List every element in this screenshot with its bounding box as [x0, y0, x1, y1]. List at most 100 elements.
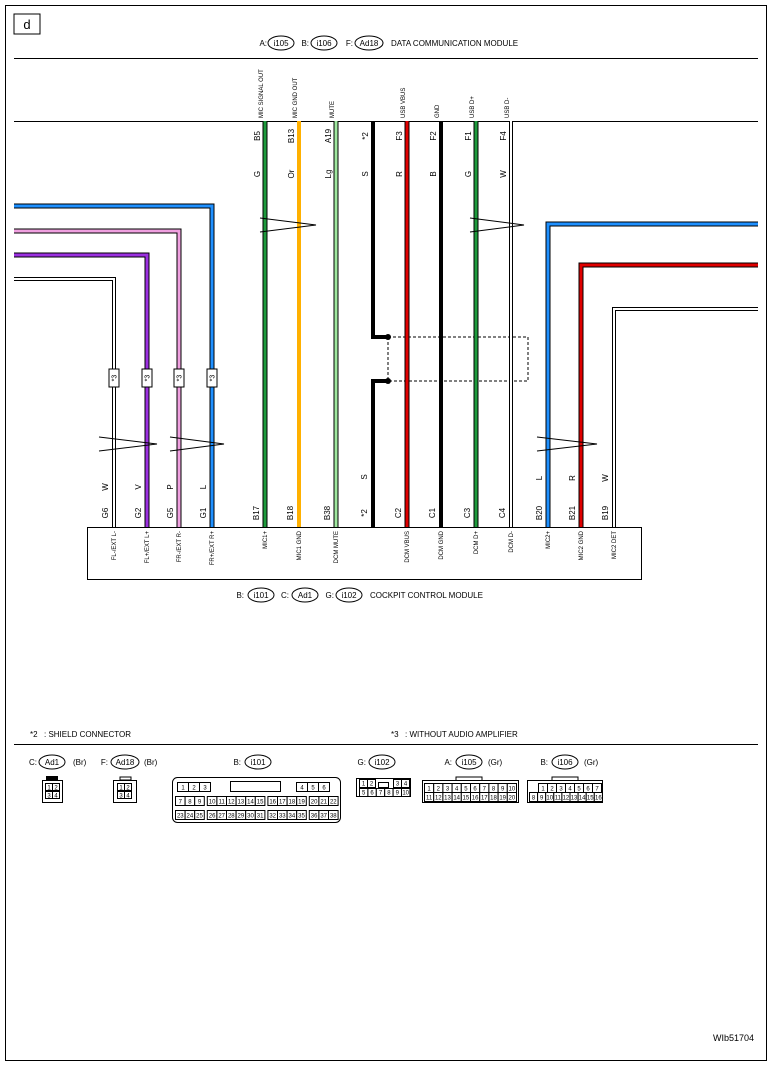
dcm-module-title: DATA COMMUNICATION MODULE	[391, 39, 518, 48]
connector-pin-number: 19	[298, 800, 305, 806]
bottom-pin-13: L B20 MIC2+	[535, 475, 552, 549]
connector-pin-number: 2	[370, 782, 374, 788]
header-f-prefix: F:	[346, 39, 353, 48]
wire-fr-minus-pink	[14, 229, 181, 527]
svg-text:1: 1	[47, 786, 51, 792]
connector-pin-number: 6	[322, 786, 326, 792]
header-b-connector: i106	[316, 39, 332, 48]
note-star: *3	[391, 730, 399, 739]
ccm-g-connector: i102	[341, 591, 357, 600]
svg-text:i106: i106	[557, 758, 573, 767]
twisted-pair-marker	[469, 217, 525, 233]
connector-pin-number: 2	[437, 787, 441, 793]
connector-pin	[254, 796, 266, 806]
svg-text:S: S	[360, 474, 369, 479]
connector-pin-number: 1	[362, 782, 366, 788]
svg-text:i105: i105	[461, 758, 477, 767]
top-pin-1: MIC SIGNAL OUT B5 G	[253, 69, 265, 177]
connector-pin-number: 14	[247, 800, 254, 806]
connector-pin-number: 1	[427, 787, 431, 793]
svg-text:G6: G6	[101, 507, 110, 518]
top-pin-number: *2	[361, 132, 370, 140]
top-pin-number: F1	[464, 131, 473, 141]
top-pin-number: A19	[324, 128, 333, 143]
header-a-oval	[267, 35, 295, 51]
connector-pin-number: 2	[192, 786, 196, 792]
svg-text:G5: G5	[166, 507, 175, 518]
connector-pin-number: 26	[209, 814, 216, 820]
svg-text:(Gr): (Gr)	[584, 758, 599, 767]
shield-tag: *3	[206, 368, 218, 388]
twisted-pair-marker	[536, 436, 598, 452]
svg-text:DCM D-: DCM D-	[509, 531, 515, 553]
twisted-pair-marker	[98, 436, 158, 452]
connector-pin	[199, 782, 211, 792]
top-pin-wire-color: S	[361, 171, 370, 176]
connector-pin-number: 31	[257, 814, 264, 820]
connector-pin-number: 13	[238, 800, 245, 806]
connector-pin-number: 11	[555, 796, 562, 802]
bottom-pin-11: C3 DCM D+	[463, 507, 480, 554]
svg-text:MIC1 GND: MIC1 GND	[297, 530, 303, 560]
wire-fl-minus-outline	[14, 277, 116, 527]
svg-text:MIC2+: MIC2+	[546, 531, 552, 549]
header-a-connector: i105	[273, 39, 289, 48]
connector-pin-number: 4	[568, 787, 572, 793]
connector-pin-number: 3	[203, 786, 207, 792]
connector-f-ad18: F: Ad18 (Br) 1 2 3 4	[101, 754, 158, 803]
connector-pin-number: 38	[330, 814, 337, 820]
svg-text:FL-/EXT L-: FL-/EXT L-	[112, 531, 118, 560]
wire-mic2-det-white	[613, 308, 758, 527]
connector-pin-number: 10	[509, 787, 516, 793]
svg-text:P: P	[166, 484, 175, 489]
svg-text:MIC1+: MIC1+	[263, 531, 269, 549]
svg-text:G1: G1	[199, 507, 208, 518]
top-pin-number: F3	[395, 131, 404, 141]
svg-text:Ad1: Ad1	[45, 758, 60, 767]
top-pin-4: *2 S	[361, 132, 370, 177]
shield-tag: *3	[141, 368, 153, 388]
ccm-c-connector: Ad1	[298, 591, 313, 600]
shield-tags: *3 *3 *3 *3	[108, 368, 218, 388]
svg-text:C:: C:	[281, 591, 289, 600]
svg-text:B19: B19	[601, 505, 610, 520]
bottom-pin-3: P G5 FR-/EXT R-	[166, 484, 183, 562]
connector-pin-number: 15	[257, 800, 264, 806]
connector-pin-number: 4	[300, 786, 304, 792]
header-b-prefix: B:	[301, 39, 309, 48]
connector-pin	[367, 779, 376, 788]
svg-text:C2: C2	[394, 507, 403, 518]
connector-pin-number: 11	[426, 796, 433, 802]
svg-text:G:: G:	[326, 591, 334, 600]
svg-text:Ad18: Ad18	[116, 758, 135, 767]
connector-pin-number: 5	[577, 787, 581, 793]
connector-pin	[194, 796, 205, 806]
top-pin-func: GND	[435, 104, 441, 118]
svg-text:(Br): (Br)	[73, 758, 87, 767]
connector-pin	[328, 810, 339, 820]
svg-text:*3: *3	[112, 375, 119, 382]
connector-pin-number: 5	[362, 791, 366, 797]
svg-text:B:: B:	[233, 758, 241, 767]
connector-pin-number: 30	[247, 814, 254, 820]
connector-pin-number: 1	[541, 787, 545, 793]
svg-text:C1: C1	[428, 507, 437, 518]
top-pin-number: B5	[253, 131, 262, 141]
connector-pin-number: 14	[453, 796, 460, 802]
svg-text:R: R	[568, 475, 577, 481]
svg-text:G:: G:	[358, 758, 366, 767]
connector-pin-number: 16	[472, 796, 479, 802]
connector-pin-number: 17	[481, 796, 488, 802]
top-pin-8: USB D- F4 W	[499, 98, 511, 178]
top-pin-func: USB D-	[505, 98, 511, 118]
top-pin-func: MIC SIGNAL OUT	[259, 69, 265, 118]
connector-pin-number: 25	[196, 814, 203, 820]
svg-text:i102: i102	[374, 758, 390, 767]
connector-pin-number: 21	[320, 800, 327, 806]
bottom-pin-5: B17 MIC1+	[252, 505, 269, 549]
svg-text:C:: C:	[29, 758, 37, 767]
svg-text:W: W	[601, 474, 610, 482]
page-letter: d	[23, 17, 30, 32]
connector-c-ad1: C: Ad1 (Br) 1 2 3 4	[29, 754, 87, 803]
